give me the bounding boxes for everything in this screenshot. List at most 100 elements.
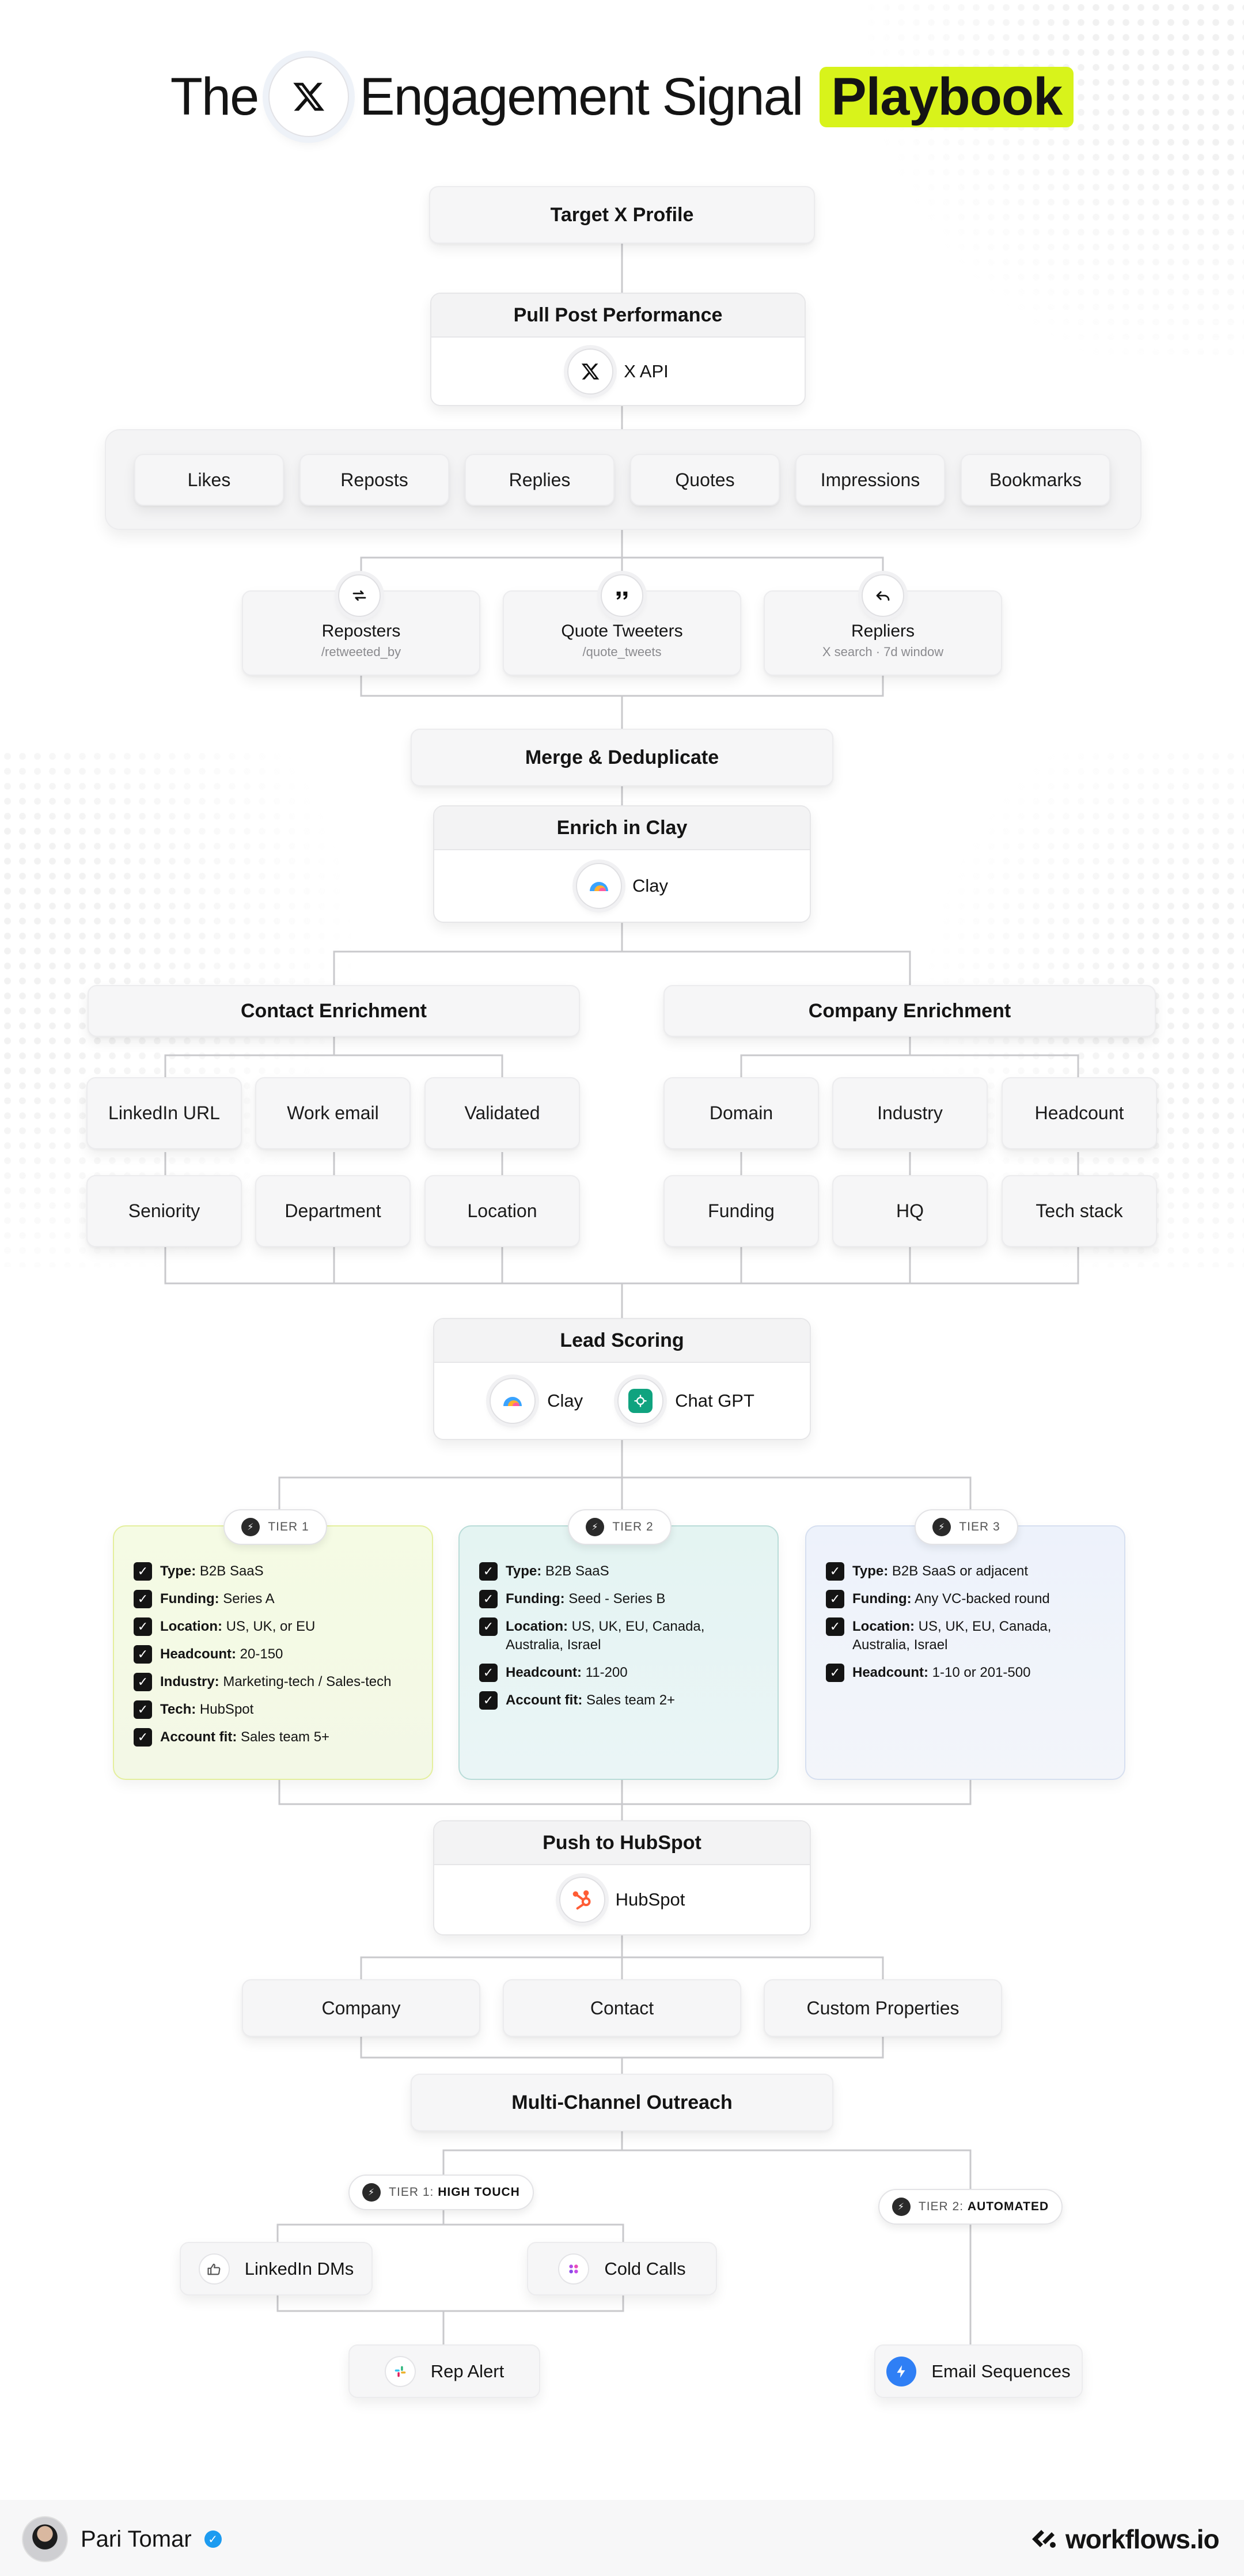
title-highlight: Playbook [820,66,1074,127]
criteria-value: Seed - Series B [568,1591,666,1607]
criteria-value: Any VC-backed round [914,1591,1050,1607]
channel-label: Cold Calls [604,2258,686,2279]
criteria-value: B2B SaaS or adjacent [892,1563,1029,1579]
checkbox-icon: ✓ [134,1728,152,1747]
criteria-key: Location: [852,1619,915,1634]
badge-emphasis: HIGH TOUCH [438,2185,520,2199]
criteria-key: Account fit: [506,1692,583,1708]
linkedin-hand-icon [198,2253,230,2285]
x-logo-icon [268,56,350,137]
item-label: Department [285,1200,381,1221]
metric-reposts: Reposts [299,454,449,506]
company-enrichment-title: Company Enrichment [808,999,1011,1022]
criteria-row: ✓Funding: Any VC-backed round [826,1590,1105,1608]
chatgpt-icon [617,1378,664,1424]
criteria-value: 1-10 or 201-500 [932,1665,1031,1680]
criteria-value: 11-200 [585,1665,628,1680]
clay-icon [575,863,622,909]
source-sub: /quote_tweets [582,645,662,659]
pull-performance-node: Pull Post Performance X API [430,293,806,406]
author: Pari Tomar ✓ [22,2516,222,2562]
tier-icon: ⚡ [362,2183,381,2202]
target-profile-label: Target X Profile [550,203,694,226]
badge-emphasis: AUTOMATED [967,2200,1049,2213]
clay-icon [490,1378,536,1424]
brand-name: workflows.io [1065,2524,1220,2554]
criteria-key: Headcount: [506,1665,582,1680]
enrich-clay-node: Enrich in Clay Clay [433,805,811,923]
contact-item-validated: Validated [424,1077,580,1149]
email-sequence-icon [886,2356,917,2386]
criteria-key: Headcount: [852,1665,928,1680]
avatar [22,2516,68,2562]
source-label: Repliers [851,622,915,641]
item-label: LinkedIn URL [108,1103,220,1123]
company-item-tech-stack: Tech stack [1002,1175,1157,1247]
x-api-icon [567,348,614,395]
contact-enrichment-node: Contact Enrichment [88,985,580,1037]
criteria-key: Type: [852,1563,889,1579]
channel-cold-calls: Cold Calls [527,2242,717,2295]
metric-label: Reposts [340,469,408,490]
criteria-value: Series A [223,1591,275,1607]
item-label: Domain [709,1103,773,1123]
channel-label: LinkedIn DMs [244,2258,354,2279]
criteria-value: Sales team 5+ [240,1729,330,1745]
channel-email-sequences: Email Sequences [874,2344,1083,2398]
tier-2-badge: ⚡TIER 2 [568,1509,672,1545]
object-custom-properties: Custom Properties [764,1979,1002,2037]
checkbox-icon: ✓ [826,1617,844,1636]
outreach-node: Multi-Channel Outreach [411,2074,833,2131]
criteria-key: Location: [506,1619,568,1634]
checkbox-icon: ✓ [134,1700,152,1719]
criteria-row: ✓Industry: Marketing-tech / Sales-tech [134,1673,412,1691]
item-label: Work email [287,1103,379,1123]
push-hubspot-node: Push to HubSpot HubSpot [433,1820,811,1935]
scoring-tool-chatgpt: Chat GPT [675,1391,754,1411]
object-contact: Contact [503,1979,741,2037]
checkbox-icon: ✓ [479,1664,498,1682]
clay-label: Clay [632,876,668,896]
item-label: HQ [896,1200,924,1221]
criteria-key: Type: [160,1563,196,1579]
metric-bookmarks: Bookmarks [961,454,1110,506]
company-item-domain: Domain [663,1077,819,1149]
criteria-key: Location: [160,1619,222,1634]
object-label: Company [321,1997,401,2018]
tier-3-card: ✓Type: B2B SaaS or adjacent ✓Funding: An… [805,1525,1125,1780]
criteria-key: Headcount: [160,1646,236,1662]
criteria-row: ✓Tech: HubSpot [134,1700,412,1719]
criteria-key: Account fit: [160,1729,237,1745]
tier-3-badge: ⚡TIER 3 [915,1509,1018,1545]
criteria-value: B2B SaaS [199,1563,264,1579]
checkbox-icon: ✓ [479,1562,498,1581]
source-quote-tweeters: Quote Tweeters /quote_tweets [503,590,741,676]
criteria-row: ✓Type: B2B SaaS or adjacent [826,1562,1105,1581]
item-label: Seniority [128,1200,200,1221]
workflows-logo-icon [1031,2526,1057,2552]
criteria-row: ✓ Account fit: Sales team 5+ [134,1728,412,1747]
criteria-key: Funding: [506,1591,565,1607]
contact-item-department: Department [255,1175,411,1247]
slack-icon [384,2355,416,2387]
object-company: Company [242,1979,480,2037]
metric-label: Quotes [675,469,735,490]
pull-performance-title: Pull Post Performance [431,294,805,338]
criteria-key: Tech: [160,1702,196,1717]
hubspot-icon [559,1877,605,1923]
verified-badge-icon: ✓ [204,2530,222,2548]
metric-replies: Replies [465,454,615,506]
criteria-row: ✓Type: B2B SaaS [479,1562,758,1581]
criteria-row: ✓ Location: US, UK, EU, Canada, Australia… [826,1617,1105,1654]
criteria-row: ✓Type: B2B SaaS [134,1562,412,1581]
contact-item-linkedin-url: LinkedIn URL [86,1077,242,1149]
criteria-value: US, UK, EU, Canada, Australia, Israel [852,1619,1052,1653]
cold-calls-icon [558,2253,590,2285]
criteria-key: Funding: [160,1591,219,1607]
quote-icon [601,574,643,617]
metric-likes: Likes [134,454,284,506]
item-label: Tech stack [1036,1200,1123,1221]
criteria-row: ✓Headcount: 1-10 or 201-500 [826,1664,1105,1682]
criteria-row: ✓Account fit: Sales team 2+ [479,1691,758,1710]
source-sub: /retweeted_by [321,645,401,659]
